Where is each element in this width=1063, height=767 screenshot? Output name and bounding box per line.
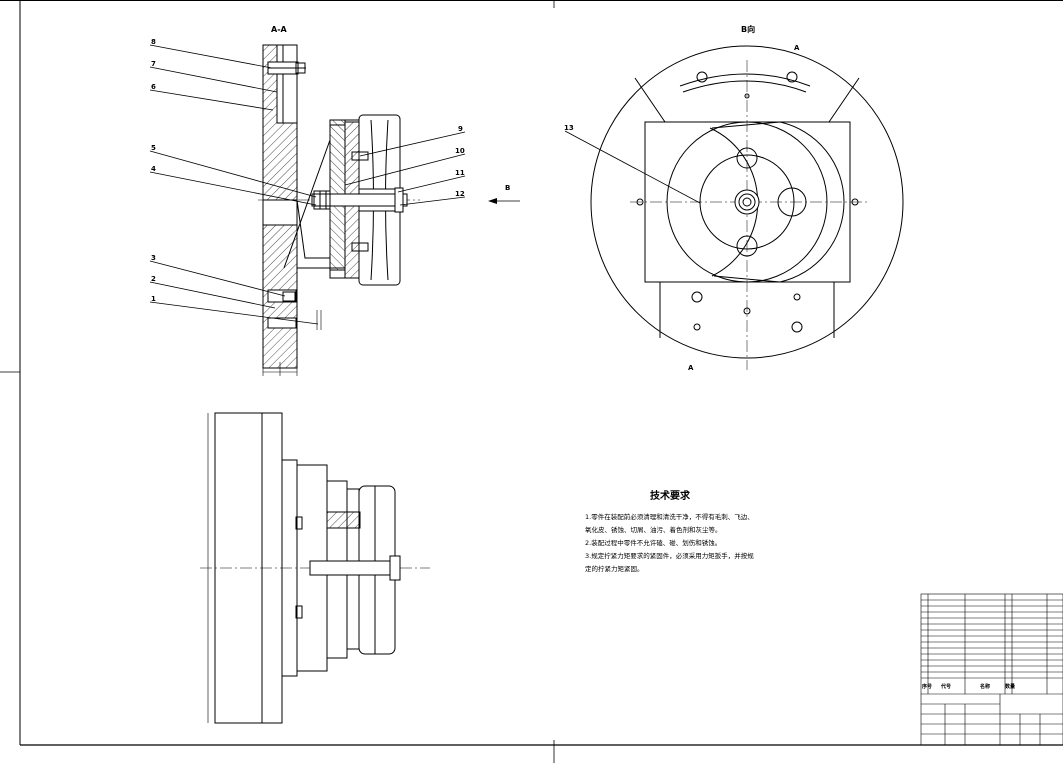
- balloon-2: 2: [151, 275, 156, 283]
- balloon-12: 12: [455, 190, 465, 198]
- view-b-title: B向: [741, 24, 755, 34]
- tech-requirements-title: 技术要求: [650, 489, 691, 502]
- balloon-13: 13: [564, 124, 574, 132]
- section-title: A-A: [271, 25, 288, 34]
- balloon-8: 8: [151, 38, 156, 46]
- header-code: 代号: [940, 683, 951, 690]
- tech-line-5: 定的拧紧力矩紧固。: [585, 564, 644, 573]
- arrow-b-label: B: [505, 184, 510, 192]
- balloon-leaders: [149, 44, 701, 325]
- section-mark-a-bottom: A: [688, 364, 694, 372]
- balloon-10: 10: [455, 147, 465, 155]
- view-b: B向 A A: [590, 24, 904, 372]
- tech-line-4: 3.规定拧紧力矩要求的紧固件，必须采用力矩扳手，并按规: [585, 551, 754, 560]
- balloon-11: 11: [455, 169, 465, 177]
- tech-requirements: 技术要求 1.零件在装配前必须清理和清洗干净，不得有毛刺、飞边、 氧化皮、锈蚀、…: [585, 489, 754, 573]
- section-mark-a-top: A: [794, 44, 800, 52]
- top-view: [200, 412, 430, 724]
- balloon-1: 1: [151, 295, 156, 303]
- view-b-arrow: B: [488, 184, 520, 204]
- tech-line-3: 2.装配过程中零件不允许磕、碰、划伤和锈蚀。: [585, 538, 721, 547]
- balloon-4: 4: [151, 165, 156, 173]
- parts-list: [920, 593, 1063, 746]
- balloon-3: 3: [151, 254, 156, 262]
- header-name: 名称: [980, 683, 990, 690]
- header-qty: 数量: [1005, 683, 1015, 690]
- tech-line-2: 氧化皮、锈蚀、切屑、油污、着色剂和灰尘等。: [585, 525, 722, 534]
- balloon-5: 5: [151, 144, 156, 152]
- tech-line-1: 1.零件在装配前必须清理和清洗干净，不得有毛刺、飞边、: [585, 512, 754, 521]
- balloon-9: 9: [458, 125, 463, 133]
- header-no: 序号: [921, 683, 932, 690]
- balloon-7: 7: [151, 60, 156, 68]
- balloon-6: 6: [151, 83, 156, 91]
- section-a-a-view: A-A: [258, 25, 420, 376]
- parts-list-header: 序号 代号 名称 数量: [921, 683, 1015, 690]
- balloon-labels: 8 7 6 5 4 3 2 1 9 10 11 12 13: [151, 38, 574, 303]
